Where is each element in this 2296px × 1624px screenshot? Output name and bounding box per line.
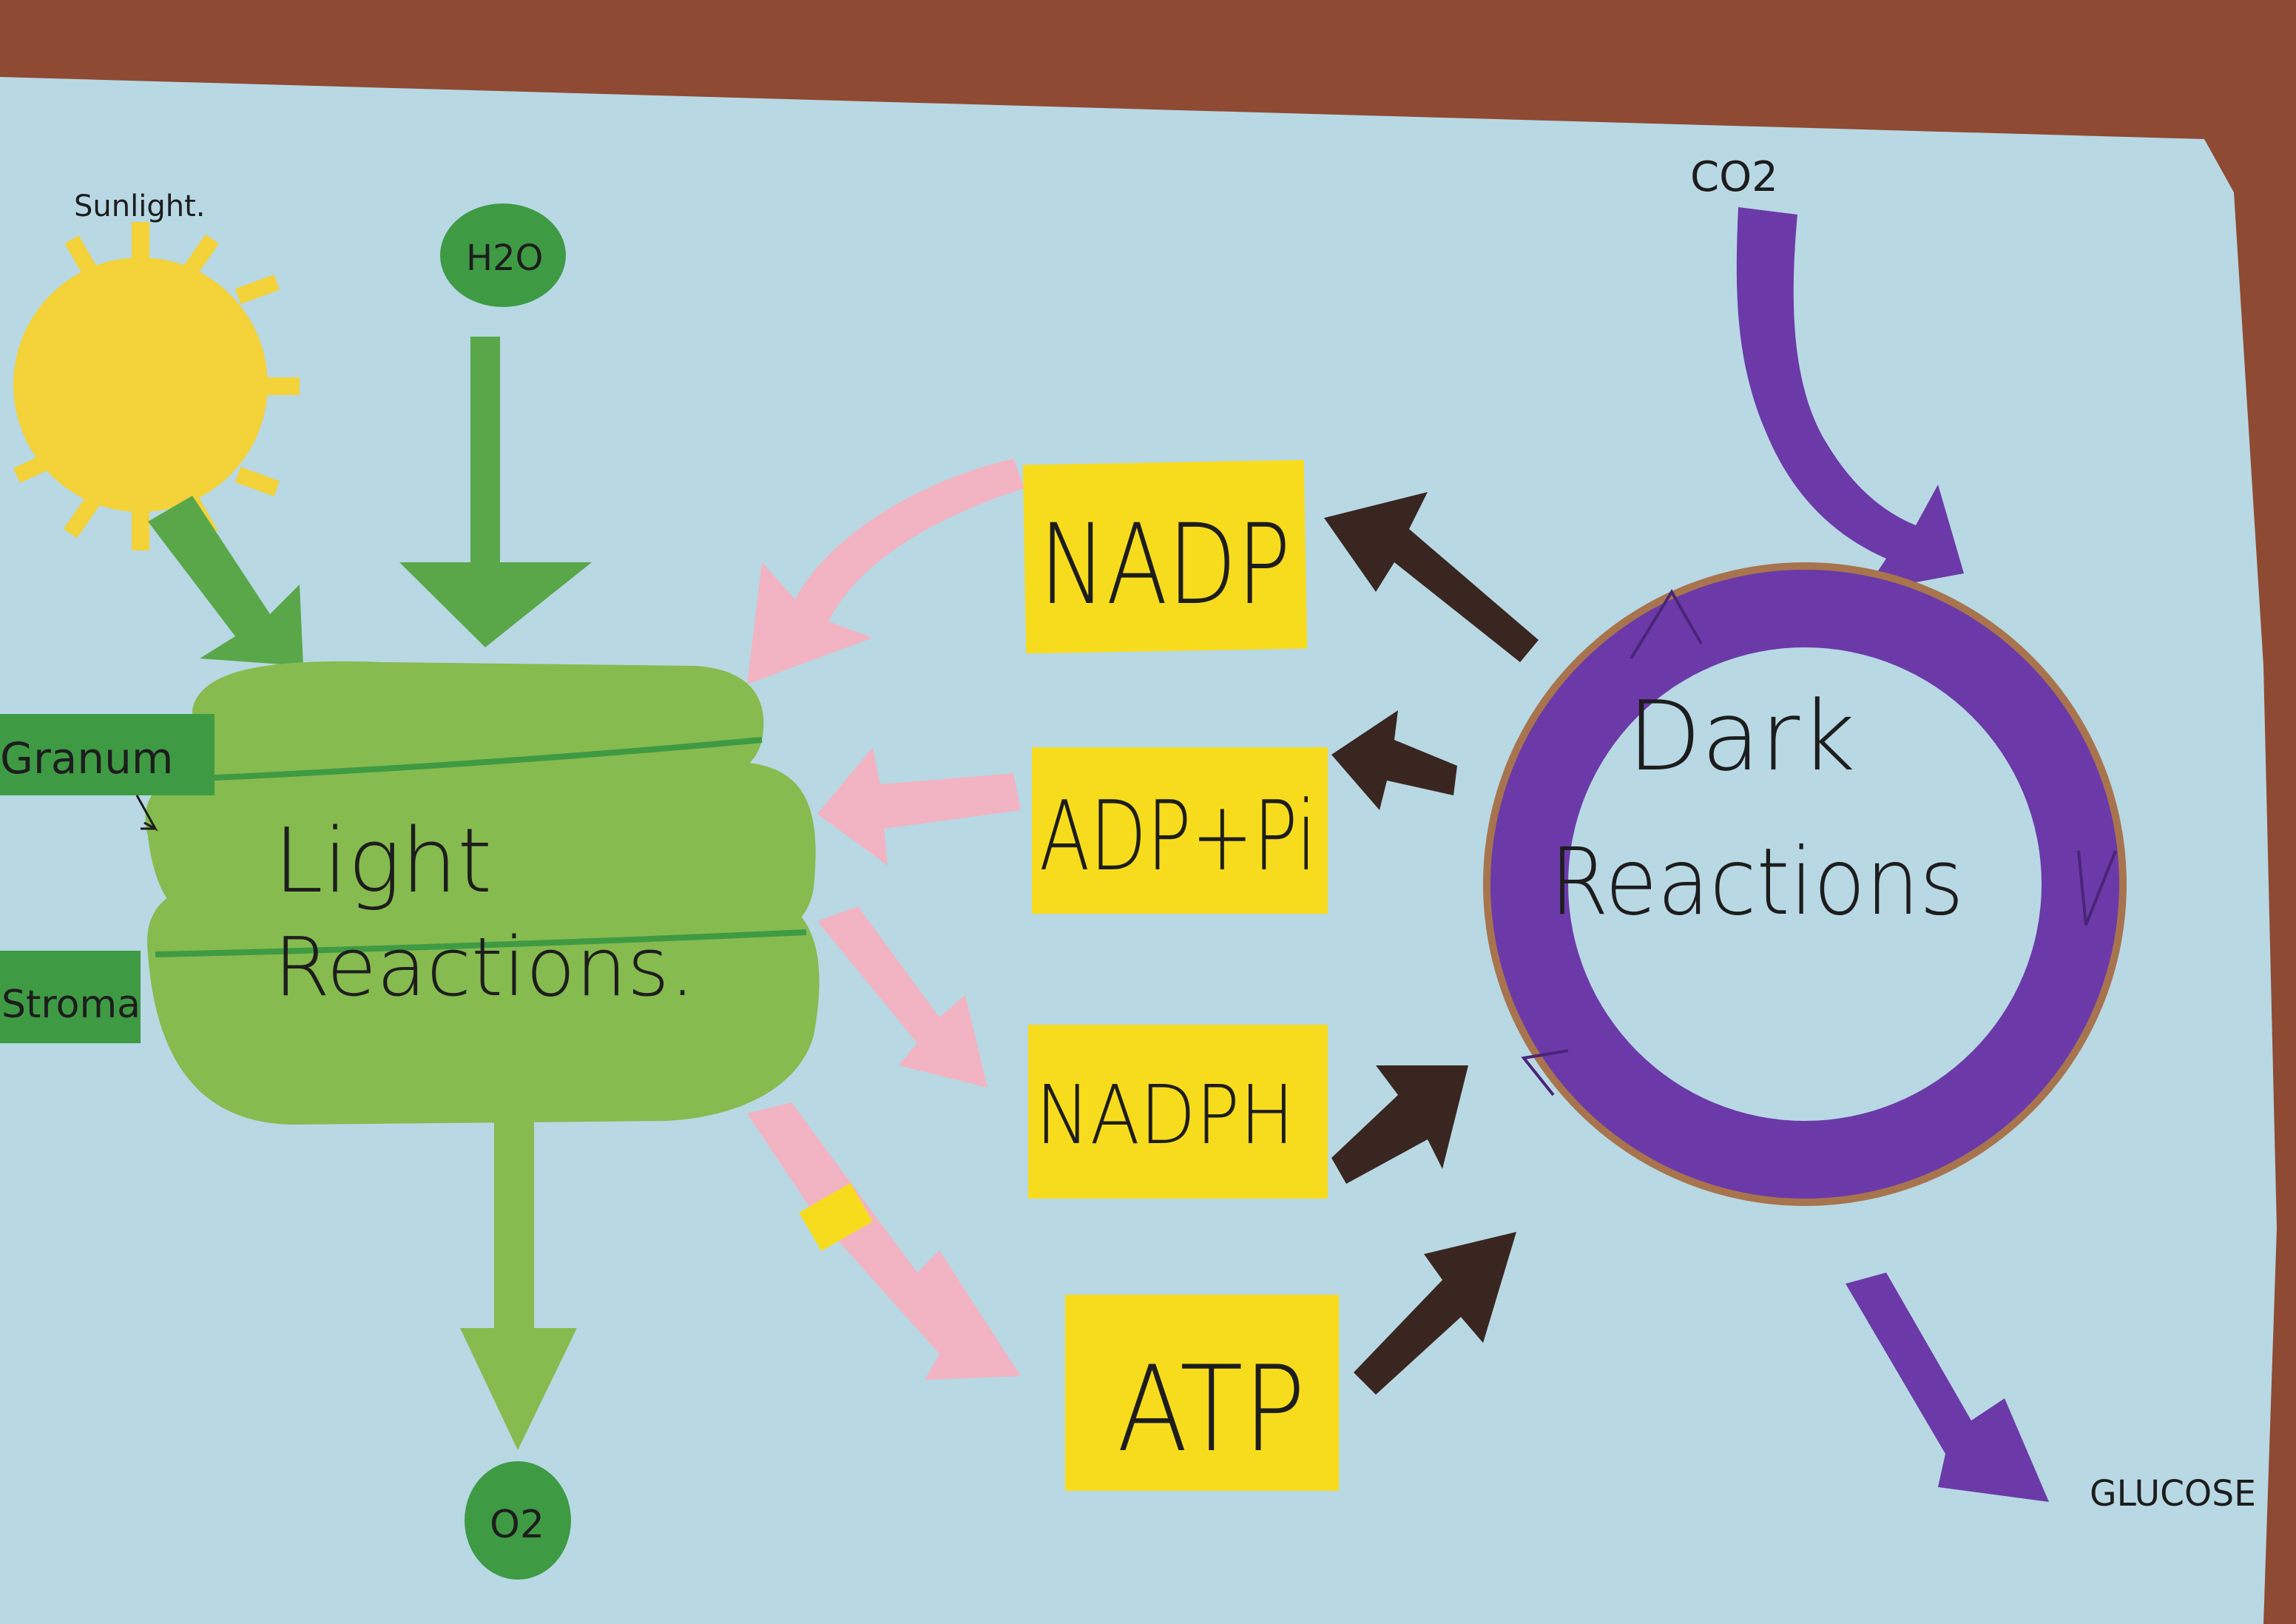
oxygen-node: O2 [465,1461,571,1580]
granum-label: Granum [0,733,173,784]
atp-to-dark-arrow [1354,1232,1516,1395]
stroma-tag: Stroma [0,951,141,1043]
co2-label: CO2 [1690,153,1778,201]
atp-box: ATP [1065,1295,1339,1491]
oxygen-arrow [460,1110,577,1450]
dark-reactions-line2: Reactions [1550,829,1964,936]
light-reactions-line2: Reactions. [274,920,695,1014]
sun-icon [13,222,300,550]
nadp-box: NADP [1022,459,1308,654]
calvin-cycle-ring [1483,562,2127,1206]
water-label: H2O [466,237,543,279]
light-to-atp-arrow [747,1102,1021,1380]
dark-to-nadp-arrow [1324,492,1539,662]
adp-to-light-arrow [817,747,1021,866]
nadph-box: NADPH [1028,1025,1328,1199]
nadph-label: NADPH [1036,1068,1294,1162]
glucose-label: GLUCOSE [2090,1473,2256,1515]
sun-label: Sunlight. [74,189,205,223]
nadp-to-light-arrow [747,459,1024,684]
granum-tag: Granum [0,714,215,832]
nadph-to-dark-arrow [1331,1065,1468,1184]
sunlight-arrow [148,496,303,666]
dark-to-adp-arrow [1331,710,1457,810]
glucose-arrow [1846,1273,2049,1502]
nadp-label: NADP [1039,501,1291,630]
yellow-scrap [799,1183,873,1251]
granum-stack [145,661,820,1125]
water-node: H2O [440,203,566,307]
dark-reactions-line1: Dark [1627,680,1856,792]
atp-label: ATP [1117,1340,1306,1478]
light-to-nadph-arrow [817,906,987,1088]
light-reactions-line1: Light [274,810,492,913]
water-arrow [399,337,592,647]
stroma-label: Stroma [1,983,141,1027]
oxygen-label: O2 [490,1503,544,1547]
adp-pi-label: ADP+Pi [1039,780,1317,892]
adp-pi-box: ADP+Pi [1032,747,1328,914]
co2-arrow [1736,207,1964,592]
